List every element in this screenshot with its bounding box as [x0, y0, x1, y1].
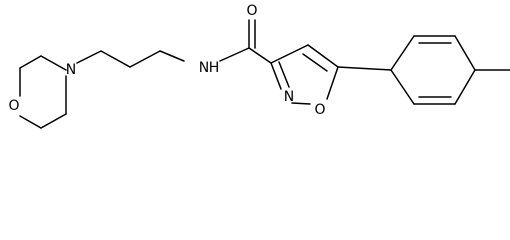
- atom-label: O: [8, 98, 19, 114]
- bond: [390, 69, 415, 105]
- tolyl-ring: [337, 35, 510, 105]
- chemical-structure-diagram: O N H N O N O: [8, 3, 510, 129]
- bond: [454, 35, 476, 71]
- bond: [19, 115, 42, 129]
- atom-label: N: [66, 62, 76, 78]
- bond: [291, 102, 311, 105]
- bond: [100, 50, 131, 68]
- atom-label: N: [284, 89, 294, 105]
- bond: [302, 53, 328, 72]
- bond: [454, 69, 476, 105]
- isoxazole-ring: [270, 44, 339, 105]
- bond: [326, 66, 339, 100]
- atom-label: H: [209, 60, 220, 76]
- bond: [278, 61, 290, 88]
- bond: [40, 113, 67, 129]
- bond: [19, 55, 42, 69]
- bond: [76, 50, 102, 64]
- bond: [248, 47, 272, 64]
- atom-label: N: [199, 60, 209, 76]
- bond: [40, 55, 67, 71]
- atom-label: O: [314, 102, 325, 118]
- propyl-chain: [76, 50, 185, 68]
- atom-labels: O N H N O N O: [8, 3, 325, 118]
- bond: [307, 44, 339, 68]
- atom-label: O: [246, 3, 257, 19]
- bond: [219, 47, 250, 62]
- amide-group: [219, 19, 272, 64]
- bond: [159, 50, 185, 62]
- bond: [129, 50, 161, 68]
- bond: [337, 66, 392, 71]
- bond: [390, 35, 415, 71]
- bond: [270, 62, 282, 90]
- morpholine-ring: [19, 55, 67, 129]
- bond: [270, 44, 309, 64]
